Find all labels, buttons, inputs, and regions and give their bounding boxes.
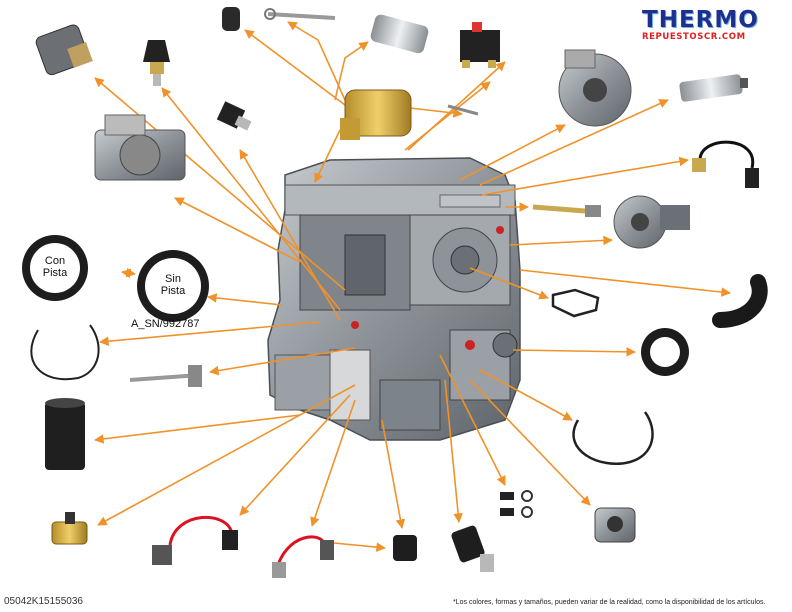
circlip-icon [30, 324, 100, 381]
oil-filter-icon [45, 398, 85, 470]
starter-solenoid-icon [35, 24, 93, 76]
seal-ring-sin-pista-icon [137, 250, 209, 322]
oil-seal-icon [641, 328, 689, 376]
brand-subtitle: REPUESTOSCR.COM [642, 32, 746, 42]
wire-harness-sensor-icon [692, 140, 759, 188]
pressure-sender-icon [216, 101, 252, 131]
fuel-pump-icon [451, 525, 494, 572]
terminal-link-icon [447, 104, 479, 116]
snap-ring-icon [572, 411, 654, 465]
engine-block [267, 157, 521, 441]
brand-logo: THERMO REPUESTOSCR.COM [642, 8, 787, 44]
pin-cylinder-icon [370, 14, 429, 54]
glow-plug-icon [532, 204, 601, 217]
image-code: 05042K15155036 [4, 596, 83, 607]
valve-icon [129, 365, 202, 387]
con-pista-label: Con Pista [42, 255, 68, 279]
fuel-cut-solenoid-icon [152, 515, 238, 565]
oil-pressure-switch-icon [143, 40, 170, 86]
radiator-hose-icon [712, 274, 768, 328]
rubber-sleeve-icon [393, 535, 417, 561]
temperature-sensor-icon [679, 74, 748, 102]
rubber-cap-icon [222, 7, 240, 31]
stop-solenoid-icon [340, 89, 412, 140]
terminal-link-icon [264, 8, 336, 20]
seal-ring-con-pista-icon [22, 235, 88, 301]
sin-pista-label: Sin Pista [160, 273, 186, 297]
injector-parts-icon [500, 490, 533, 518]
water-temp-switch-icon [272, 535, 334, 578]
disclaimer-note: *Los colores, formas y tamaños, pueden v… [453, 599, 766, 606]
alternator-icon [558, 49, 632, 127]
part-code-label: A_SN/992787 [131, 318, 200, 330]
water-pump-icon [613, 195, 690, 249]
relay-switch-icon [460, 22, 500, 68]
drain-valve-icon [51, 512, 88, 545]
gasket-icon [551, 288, 600, 318]
connection-arrows [94, 21, 731, 552]
bushing-icon [594, 507, 636, 543]
starter-motor-icon [94, 114, 186, 181]
brand-name: THERMO [642, 7, 759, 33]
